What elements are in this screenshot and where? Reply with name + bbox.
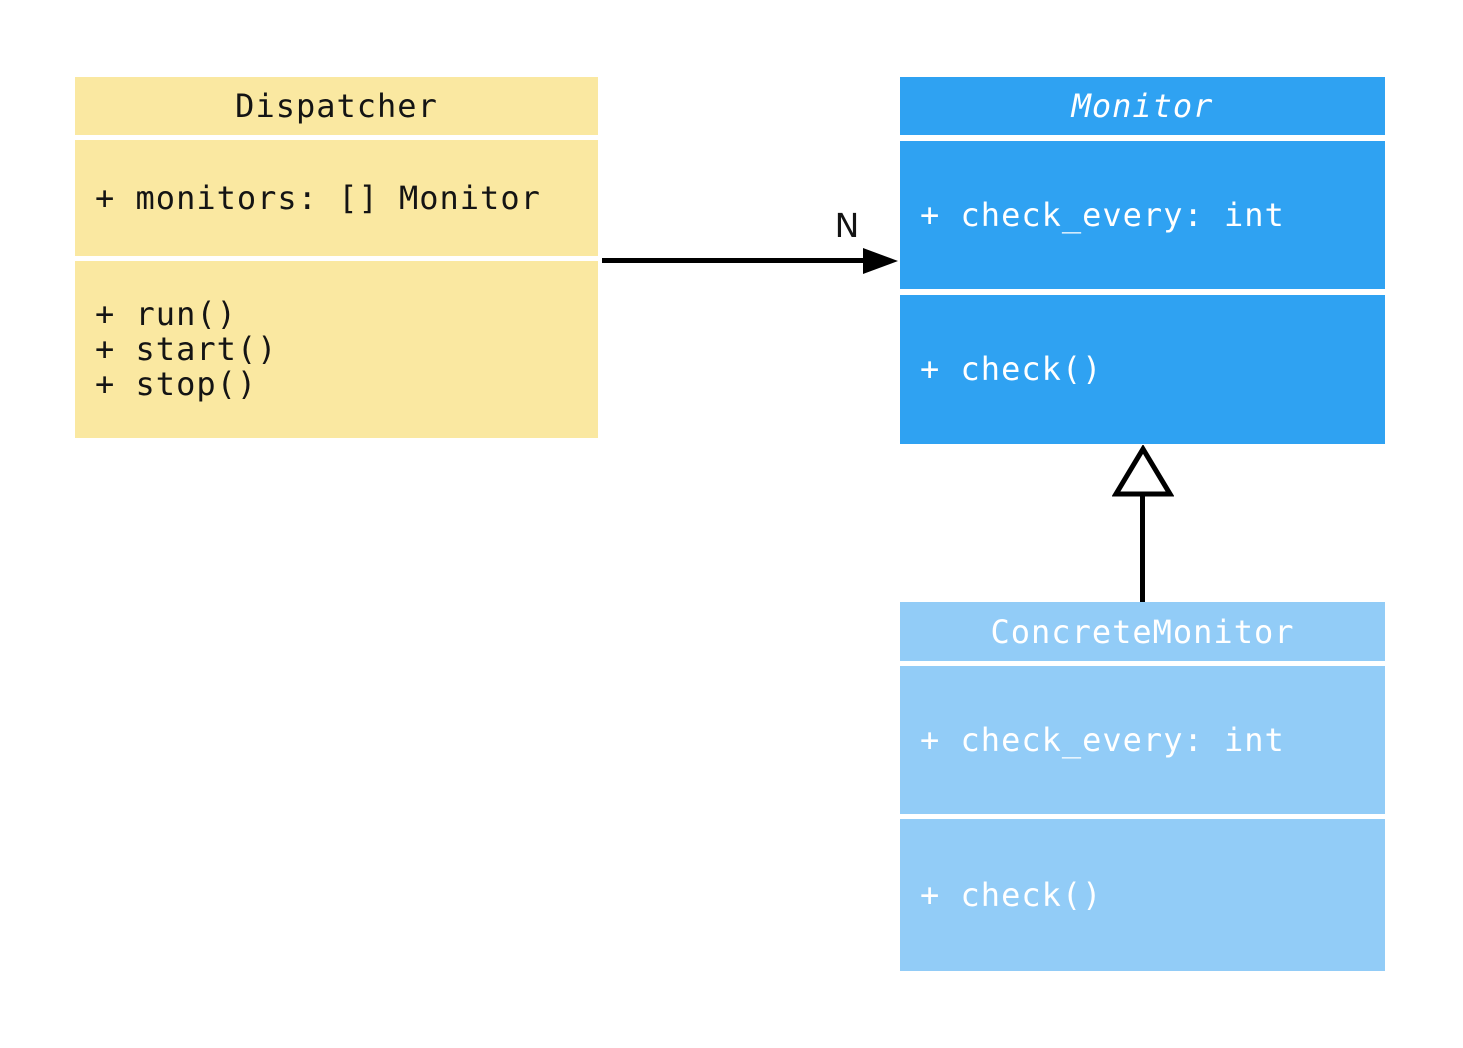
method-item: + stop() <box>95 365 258 403</box>
class-title-label: ConcreteMonitor <box>990 612 1295 651</box>
class-title-dispatcher: Dispatcher <box>75 77 598 135</box>
attribute-item: + check_every: int <box>920 720 1285 759</box>
association-arrowhead-icon <box>863 248 898 274</box>
inheritance-line <box>1140 492 1145 602</box>
association-line <box>602 258 866 263</box>
class-box-monitor: Monitor + check_every: int + check() <box>900 77 1385 444</box>
class-title-monitor: Monitor <box>900 77 1385 135</box>
class-title-label: Monitor <box>1071 87 1214 125</box>
class-methods-concrete-monitor: + check() <box>900 819 1385 971</box>
class-title-label: Dispatcher <box>235 87 438 125</box>
class-title-concrete-monitor: ConcreteMonitor <box>900 602 1385 661</box>
class-methods-dispatcher: + run() + start() + stop() <box>75 261 598 438</box>
attribute-item: + check_every: int <box>920 195 1285 234</box>
multiplicity-label: N <box>834 206 860 245</box>
class-attributes-dispatcher: + monitors: [] Monitor <box>75 140 598 256</box>
method-item: + run() <box>95 295 237 333</box>
class-box-dispatcher: Dispatcher + monitors: [] Monitor + run(… <box>75 77 598 438</box>
method-item: + check() <box>920 350 1103 388</box>
method-item: + check() <box>920 875 1103 914</box>
class-methods-monitor: + check() <box>900 295 1385 444</box>
method-item: + start() <box>95 330 278 368</box>
inheritance-triangle-icon <box>1112 445 1174 497</box>
class-attributes-monitor: + check_every: int <box>900 141 1385 289</box>
attribute-item: + monitors: [] Monitor <box>95 178 541 217</box>
class-attributes-concrete-monitor: + check_every: int <box>900 666 1385 814</box>
class-box-concrete-monitor: ConcreteMonitor + check_every: int + che… <box>900 602 1385 971</box>
